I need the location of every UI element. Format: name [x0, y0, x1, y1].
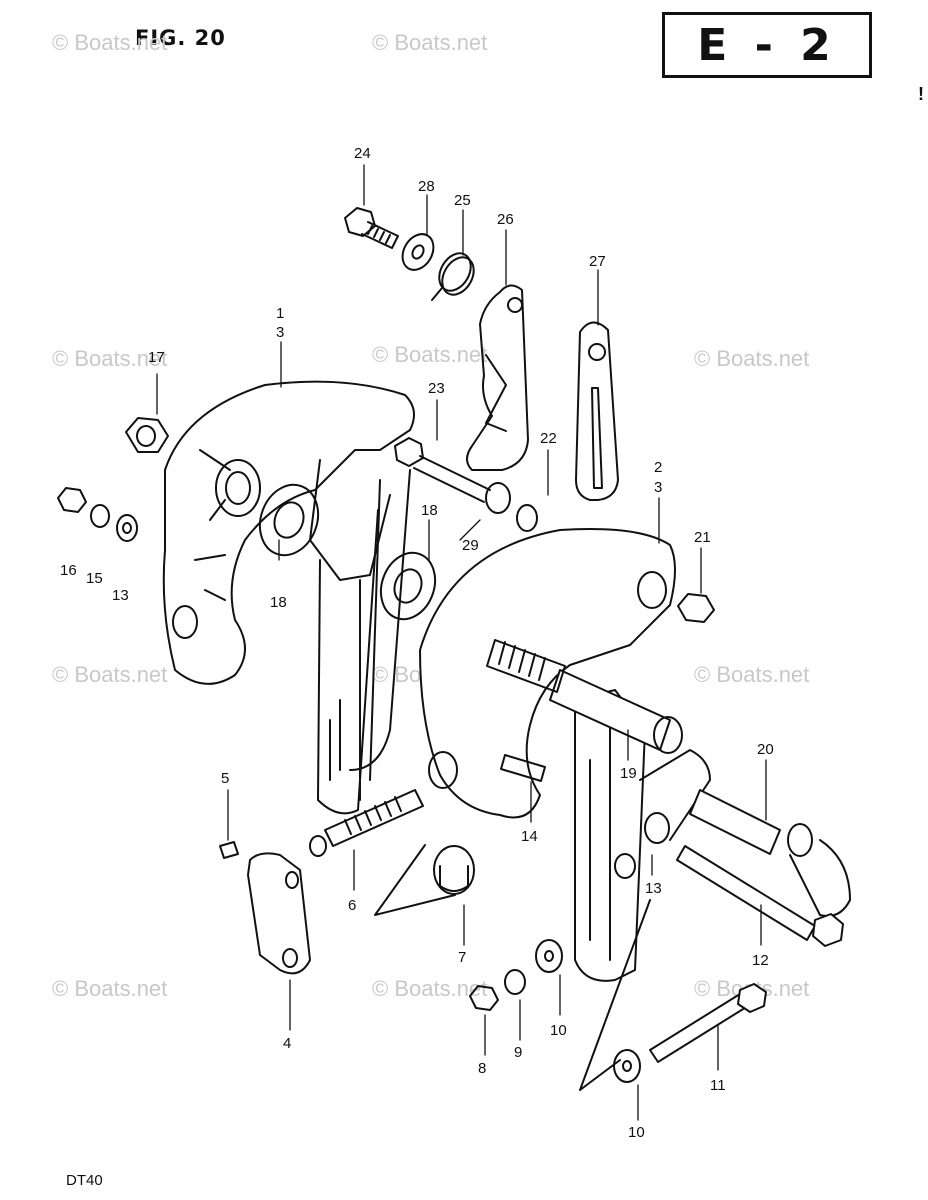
part-label: 23	[428, 380, 445, 397]
part-label: 26	[497, 211, 514, 228]
bolt-11	[649, 983, 767, 1063]
nut-21	[677, 593, 715, 623]
part-label: 25	[454, 192, 471, 209]
watermark: © Boats.net	[694, 662, 809, 687]
bolt-23	[394, 437, 491, 503]
part-label: 21	[694, 529, 711, 546]
part-label: 17	[148, 349, 165, 366]
part-label: 1	[276, 305, 284, 322]
bolt-12	[676, 845, 844, 947]
part-label: 22	[540, 430, 557, 447]
watermark: © Boats.net	[52, 346, 167, 371]
part-label: 19	[620, 765, 637, 782]
part-label: 14	[521, 828, 538, 845]
part-label: 20	[757, 741, 774, 758]
nut-8	[469, 985, 499, 1011]
clamp-bracket-left	[162, 380, 415, 815]
clamp-screw-6	[309, 789, 424, 857]
washer-18-left	[258, 483, 320, 557]
leader-lines-7	[374, 844, 456, 916]
part-label: 4	[283, 1035, 291, 1052]
part-label: 27	[589, 253, 606, 270]
handle-20	[689, 789, 851, 917]
spring-25	[431, 252, 475, 301]
part-label: 2	[654, 459, 662, 476]
part-number-labels: 24 28 25 26 27 1 3 17 23 22 2 3 16 15 13…	[60, 145, 774, 1141]
lever-4	[247, 852, 311, 975]
part-label: 28	[418, 178, 435, 195]
part-label: 13	[645, 880, 662, 897]
leader-lines-10	[579, 899, 651, 1091]
part-label: 3	[654, 479, 662, 496]
part-label: 13	[112, 587, 129, 604]
clamp-bracket-right	[419, 528, 711, 982]
part-label: 15	[86, 570, 103, 587]
part-label: 18	[270, 594, 287, 611]
washer-18-right	[379, 551, 437, 621]
watermark: © Boats.net	[372, 30, 487, 55]
plate-26	[466, 284, 529, 471]
watermark: © Boats.net	[372, 976, 487, 1001]
part-label: 24	[354, 145, 371, 162]
watermark: © Boats.net	[52, 662, 167, 687]
part-label: 5	[221, 770, 229, 787]
strap-27	[575, 321, 619, 501]
part-label: 16	[60, 562, 77, 579]
part-label: 3	[276, 324, 284, 341]
part-label: 6	[348, 897, 356, 914]
pad-7	[433, 845, 475, 895]
pin-5	[219, 841, 239, 859]
figure-label: FIG. 20	[135, 26, 226, 50]
washer-13-left	[116, 514, 138, 542]
bolt-24	[344, 207, 399, 249]
part-label: 10	[628, 1124, 645, 1141]
part-label: 7	[458, 949, 466, 966]
washer-10-upper	[535, 939, 563, 973]
stud-right	[486, 639, 566, 693]
bushing-29	[485, 482, 511, 514]
part-label: 18	[421, 502, 438, 519]
washer-22	[516, 504, 538, 532]
part-label: 11	[710, 1077, 726, 1094]
watermarks: © Boats.net © Boats.net © Boats.net © Bo…	[52, 30, 809, 1001]
part-label: 10	[550, 1022, 567, 1039]
watermark: © Boats.net	[694, 346, 809, 371]
watermark: © Boats.net	[52, 976, 167, 1001]
watermark: © Boats.net	[372, 342, 487, 367]
washer-10-lower	[613, 1049, 641, 1083]
section-code-box: E - 2	[662, 12, 872, 78]
section-code: E - 2	[697, 19, 837, 71]
nut-17	[125, 417, 169, 453]
pin-14	[500, 754, 546, 782]
model-code: DT40	[66, 1172, 103, 1189]
lockwasher-15	[90, 504, 110, 528]
part-label: 12	[752, 952, 769, 969]
part-label: 9	[514, 1044, 522, 1061]
washer-28	[401, 233, 435, 271]
part-label: 29	[462, 537, 479, 554]
lockwasher-9	[504, 969, 526, 995]
part-label: 8	[478, 1060, 486, 1077]
watermark: © Boats.net	[52, 30, 167, 55]
nut-16	[57, 487, 87, 513]
stray-mark: !	[918, 84, 924, 104]
callout-leaders	[156, 164, 767, 1121]
